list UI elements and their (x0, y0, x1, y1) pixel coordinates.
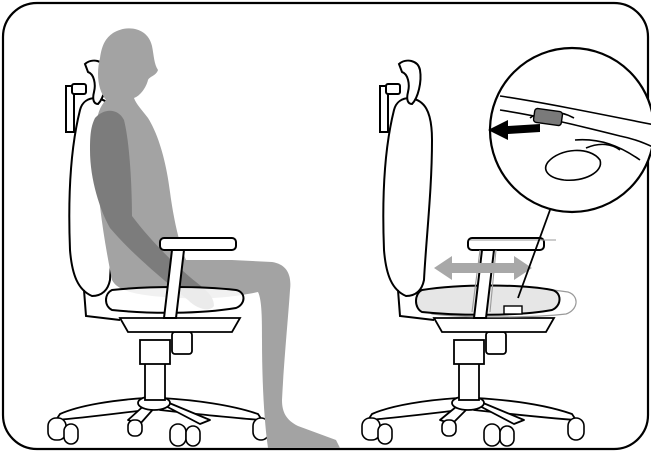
lever-handle-detail (533, 108, 563, 126)
seat-mechanism-right (434, 318, 554, 332)
gas-lift-right (454, 332, 506, 400)
right-panel (362, 48, 651, 446)
caster-wheels-left (48, 418, 269, 446)
callout-pointer (518, 210, 550, 298)
seat-depth-lever-detail (488, 48, 651, 212)
caster-wheels-right (362, 418, 584, 446)
seat-depth-lever (504, 306, 522, 314)
left-panel (48, 28, 340, 448)
seat-mechanism-left (120, 318, 240, 332)
backrest-right (383, 98, 434, 320)
gas-lift-left (140, 332, 192, 400)
